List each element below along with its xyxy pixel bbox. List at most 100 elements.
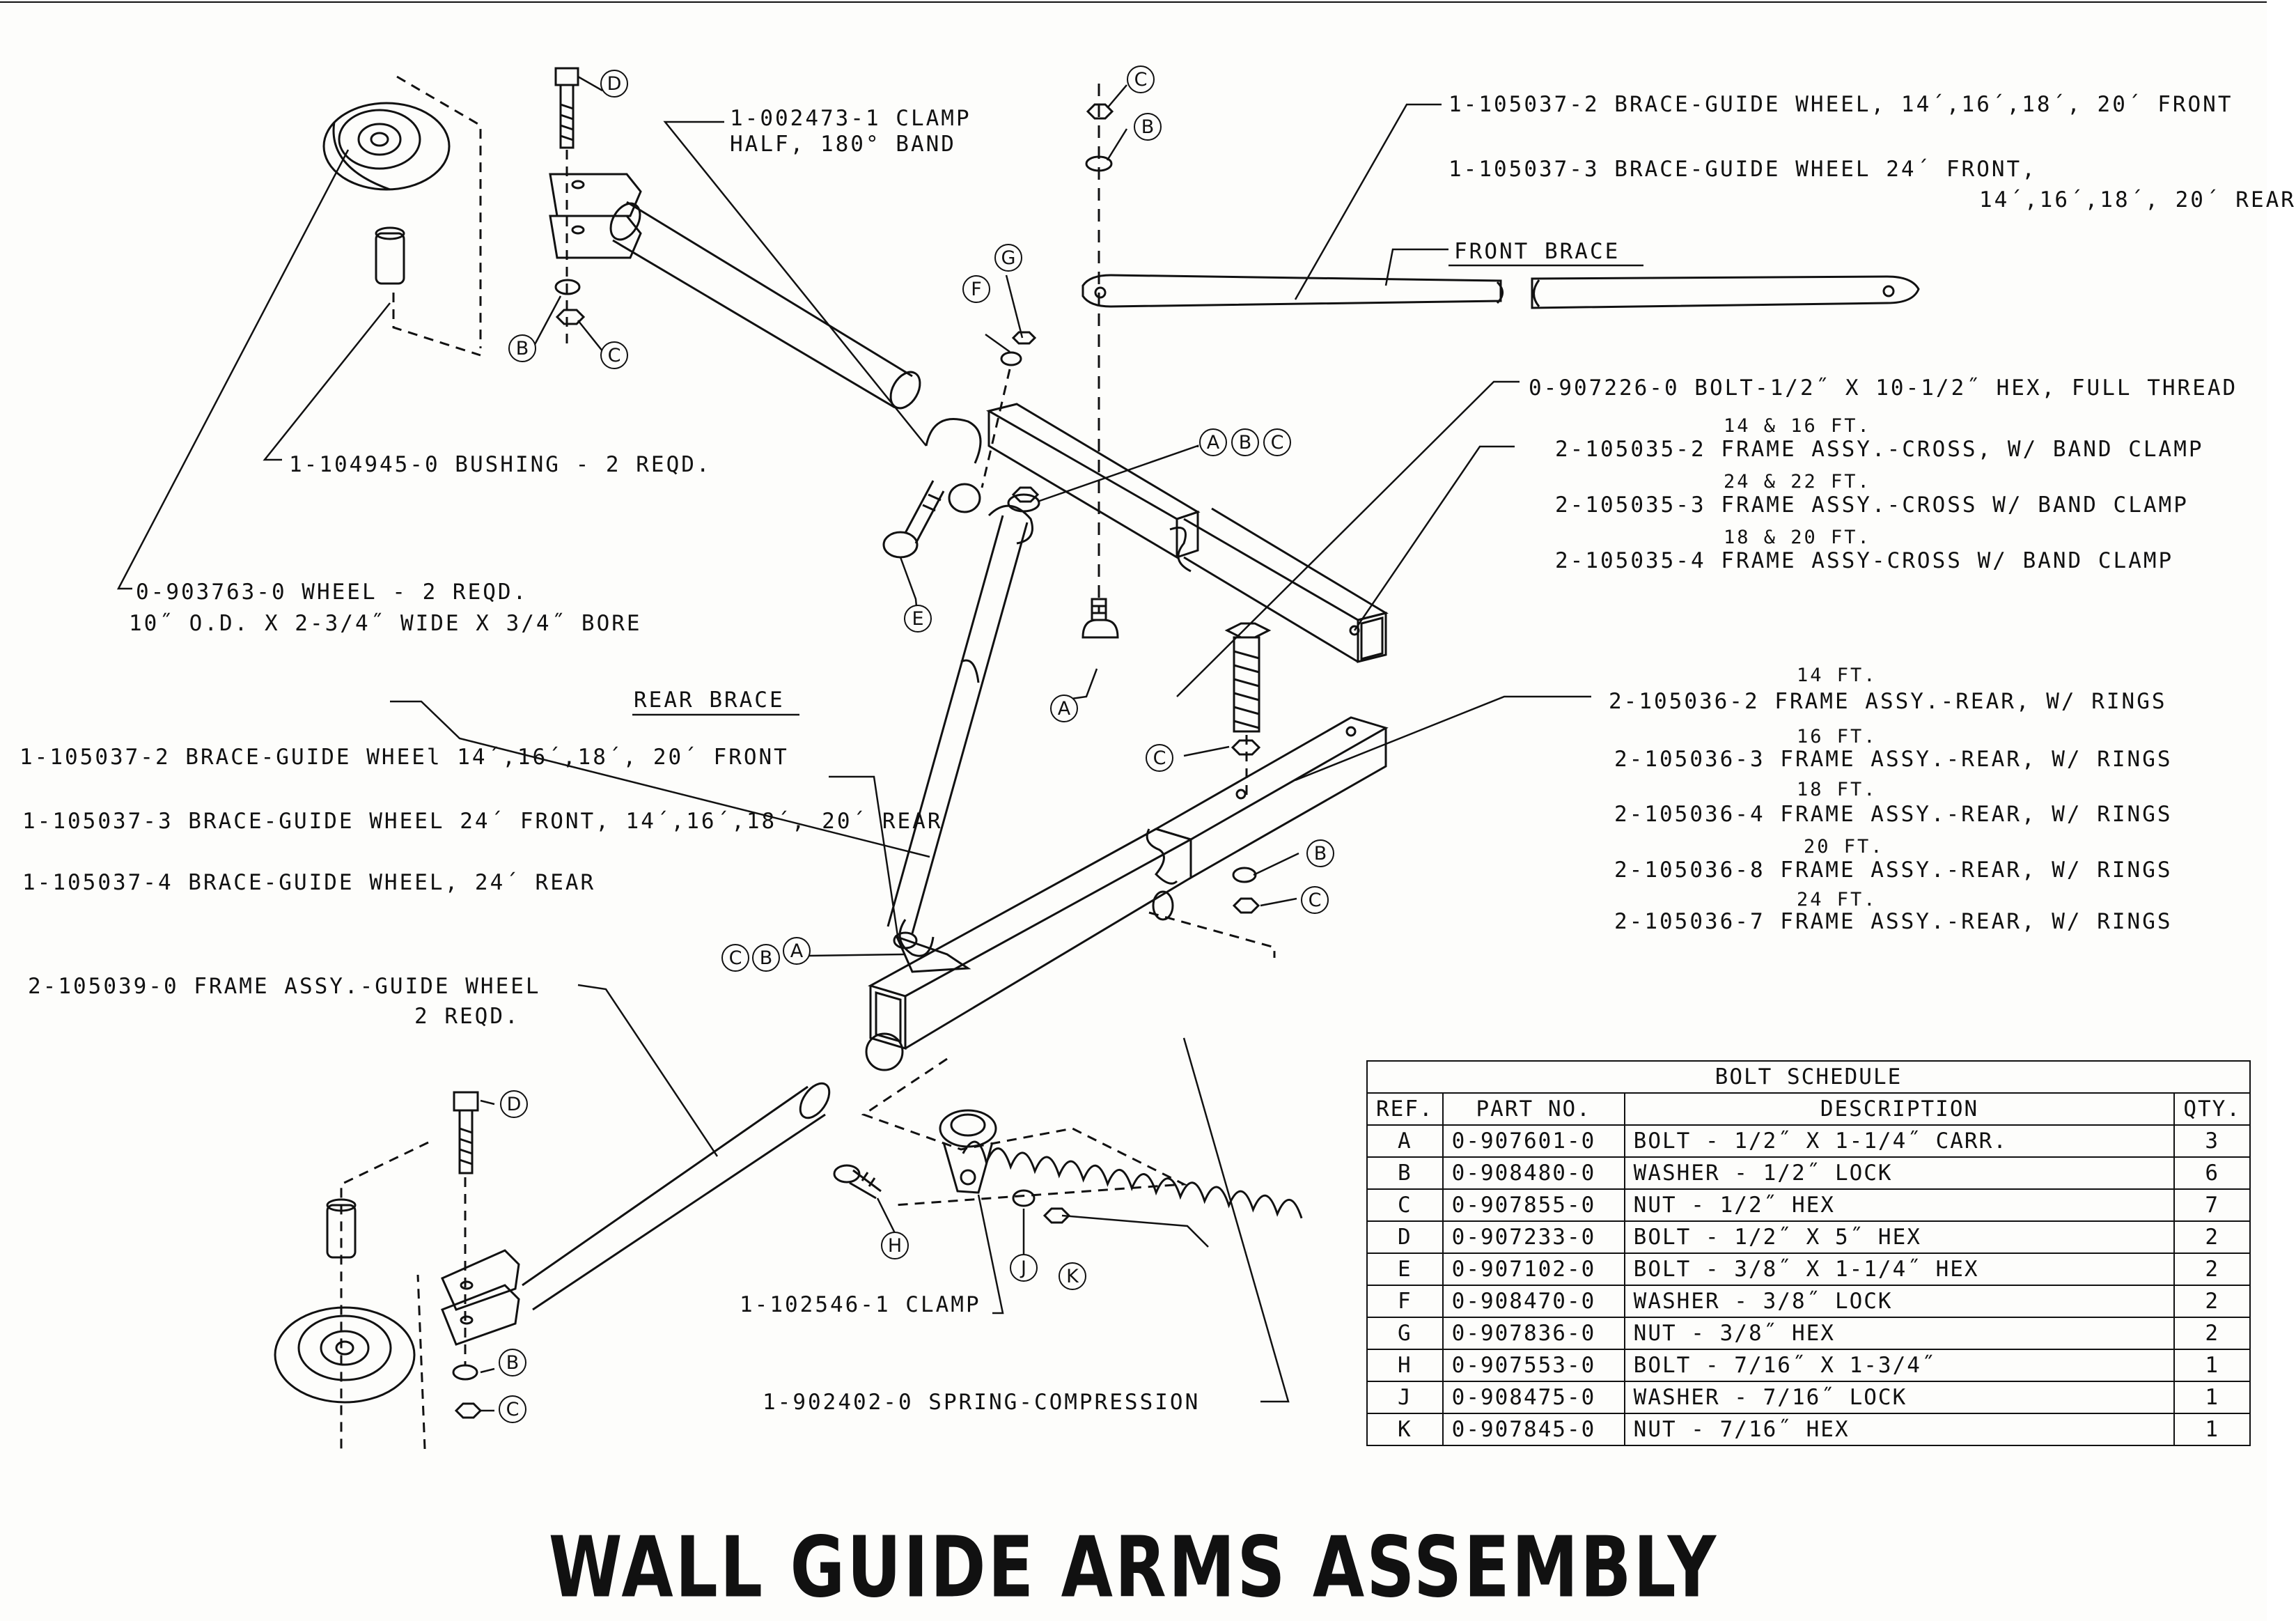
cell-desc: NUT - 7/16˝ HEX: [1623, 1413, 2176, 1446]
label-brace-front-2b: 14´,16´,18´, 20´ REAR: [1979, 187, 2296, 212]
upper-wheel: [322, 102, 451, 191]
cell-ref: A: [1366, 1124, 1444, 1158]
bolt-e: [882, 480, 945, 559]
cell-qty: 1: [2173, 1381, 2251, 1414]
rear-brace: [887, 504, 1033, 957]
label-rear-frame-2: 2-105036-3 FRAME ASSY.-REAR, W/ RINGS: [1614, 747, 2173, 772]
header-part-no: PART NO.: [1442, 1092, 1625, 1126]
cell-ref: D: [1366, 1220, 1444, 1254]
label-cross-2: 2-105035-2 FRAME ASSY.-CROSS, W/ BAND CL…: [1555, 437, 2204, 462]
label-rear-brace-3: 1-105037-4 BRACE-GUIDE WHEEL, 24´ REAR: [22, 870, 596, 895]
callout-b-rear: B: [1306, 839, 1334, 867]
upper-bushing: [375, 226, 405, 285]
callout-c-top: C: [1127, 65, 1155, 93]
cell-desc: WASHER - 7/16˝ LOCK: [1623, 1381, 2176, 1414]
cell-ref: G: [1366, 1317, 1444, 1350]
cell-qty: 7: [2173, 1188, 2251, 1222]
label-rear-brace-1: 1-105037-2 BRACE-GUIDE WHEEl 14´,16´,18´…: [19, 745, 789, 770]
label-bolt-full-thread: 0-907226-0 BOLT-1/2˝ X 10-1/2˝ HEX, FULL…: [1529, 375, 2238, 401]
cell-part: 0-907233-0: [1442, 1220, 1625, 1254]
label-front-brace: FRONT BRACE: [1454, 239, 1621, 264]
label-rear-frame-1-size: 14 FT.: [1797, 665, 1877, 686]
callout-c-rear: C: [1301, 886, 1329, 914]
callout-b-brace: B: [752, 944, 780, 972]
cell-ref: E: [1366, 1252, 1444, 1286]
cell-desc: BOLT - 7/16˝ X 1-3/4˝: [1623, 1349, 2176, 1382]
label-clamp-half: 1-002473-1 CLAMP HALF, 180° BAND: [730, 106, 971, 157]
callout-c-cross: C: [1263, 428, 1291, 456]
label-clamp-half-line2: HALF, 180° BAND: [730, 132, 956, 157]
rear-frame: [865, 716, 1389, 1071]
cell-qty: 2: [2173, 1252, 2251, 1286]
cell-desc: NUT - 1/2˝ HEX: [1623, 1188, 2176, 1222]
label-brace-front-1: 1-105037-2 BRACE-GUIDE WHEEL, 14´,16´,18…: [1448, 92, 2233, 117]
callout-c-upper: C: [600, 341, 628, 369]
cell-qty: 1: [2173, 1349, 2251, 1382]
callout-h: H: [881, 1232, 909, 1259]
callout-f: F: [962, 275, 990, 303]
cell-desc: BOLT - 3/8˝ X 1-1/4˝ HEX: [1623, 1252, 2176, 1286]
callout-b-lower: B: [499, 1349, 526, 1376]
cell-ref: C: [1366, 1188, 1444, 1222]
cell-ref: K: [1366, 1413, 1444, 1446]
lower-arm-tube: [522, 1082, 831, 1311]
header-ref: REF.: [1366, 1092, 1444, 1126]
label-guide-frame: 2-105039-0 FRAME ASSY.-GUIDE WHEEL 2 REQ…: [28, 974, 541, 1030]
callout-a-center: A: [1050, 695, 1078, 722]
label-wheel: 0-903763-0 WHEEL - 2 REQD. 10˝ O.D. X 2-…: [129, 580, 642, 637]
long-bolt: [1224, 622, 1272, 733]
cell-part: 0-908480-0: [1442, 1156, 1625, 1190]
front-brace-underline: [1448, 264, 1643, 267]
label-rear-frame-2-size: 16 FT.: [1797, 726, 1877, 747]
callout-k: K: [1059, 1262, 1086, 1290]
label-cross-3: 2-105035-3 FRAME ASSY.-CROSS W/ BAND CLA…: [1555, 492, 2189, 518]
label-guide-frame-line1: 2-105039-0 FRAME ASSY.-GUIDE WHEEL: [28, 974, 541, 999]
cell-desc: NUT - 3/8˝ HEX: [1623, 1317, 2176, 1350]
callout-b-upper: B: [508, 334, 536, 362]
cell-desc: WASHER - 1/2˝ LOCK: [1623, 1156, 2176, 1190]
label-bushing: 1-104945-0 BUSHING - 2 REQD.: [289, 452, 712, 477]
cell-part: 0-907102-0: [1442, 1252, 1625, 1286]
cell-part: 0-907845-0: [1442, 1413, 1625, 1446]
compression-spring: [962, 1140, 1303, 1219]
label-rear-frame-3: 2-105036-4 FRAME ASSY.-REAR, W/ RINGS: [1614, 802, 2173, 827]
label-rear-frame-1: 2-105036-2 FRAME ASSY.-REAR, W/ RINGS: [1609, 689, 2167, 714]
cell-ref: H: [1366, 1349, 1444, 1382]
lower-bolt-d: [453, 1091, 479, 1174]
label-rear-frame-5: 2-105036-7 FRAME ASSY.-REAR, W/ RINGS: [1614, 909, 2173, 934]
label-rear-brace: REAR BRACE: [634, 688, 785, 713]
bolt-h: [833, 1164, 882, 1200]
cell-qty: 2: [2173, 1220, 2251, 1254]
callout-b-top: B: [1134, 113, 1162, 141]
lower-clamp: [939, 1109, 997, 1194]
leader-lines: [116, 75, 1591, 1412]
lower-bracket: [441, 1249, 520, 1346]
cell-part: 0-908475-0: [1442, 1381, 1625, 1414]
label-rear-frame-5-size: 24 FT.: [1797, 889, 1877, 910]
callout-a-cross: A: [1199, 428, 1227, 456]
upper-arm-tube: [609, 201, 921, 410]
callout-a-brace: A: [783, 937, 811, 965]
cell-part: 0-908470-0: [1442, 1285, 1625, 1318]
cell-ref: J: [1366, 1381, 1444, 1414]
cell-part: 0-907601-0: [1442, 1124, 1625, 1158]
label-rear-frame-3-size: 18 FT.: [1797, 779, 1877, 800]
header-qty: QTY.: [2173, 1092, 2251, 1126]
callout-j: J: [1010, 1254, 1038, 1282]
bolt-schedule-caption: BOLT SCHEDULE: [1366, 1060, 2251, 1094]
callout-e: E: [904, 605, 932, 633]
label-guide-frame-line2: 2 REQD.: [414, 1004, 520, 1030]
rear-brace-underline: [632, 713, 799, 716]
upper-bolt-d: [554, 67, 579, 149]
cell-qty: 3: [2173, 1124, 2251, 1158]
cell-qty: 2: [2173, 1317, 2251, 1350]
